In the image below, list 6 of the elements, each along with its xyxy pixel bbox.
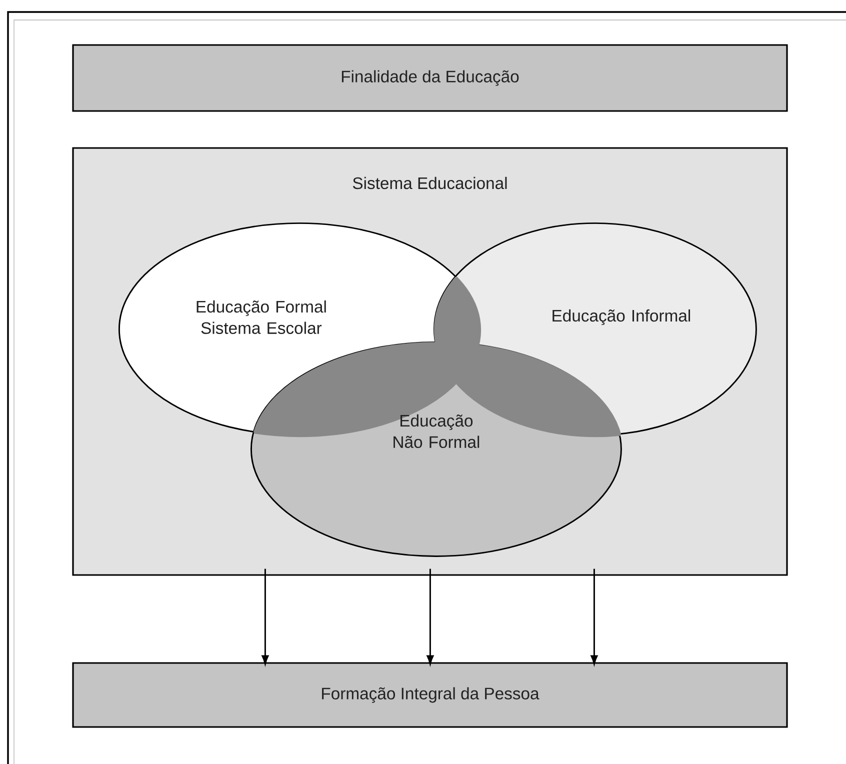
- arrow: [262, 568, 269, 665]
- title-box: Formação Integral da Pessoa: [72, 662, 788, 728]
- arrow: [426, 568, 434, 665]
- panel-title: Sistema Educacional: [352, 176, 507, 190]
- title-box: Finalidade da Educação: [72, 44, 788, 112]
- arrow: [590, 568, 598, 665]
